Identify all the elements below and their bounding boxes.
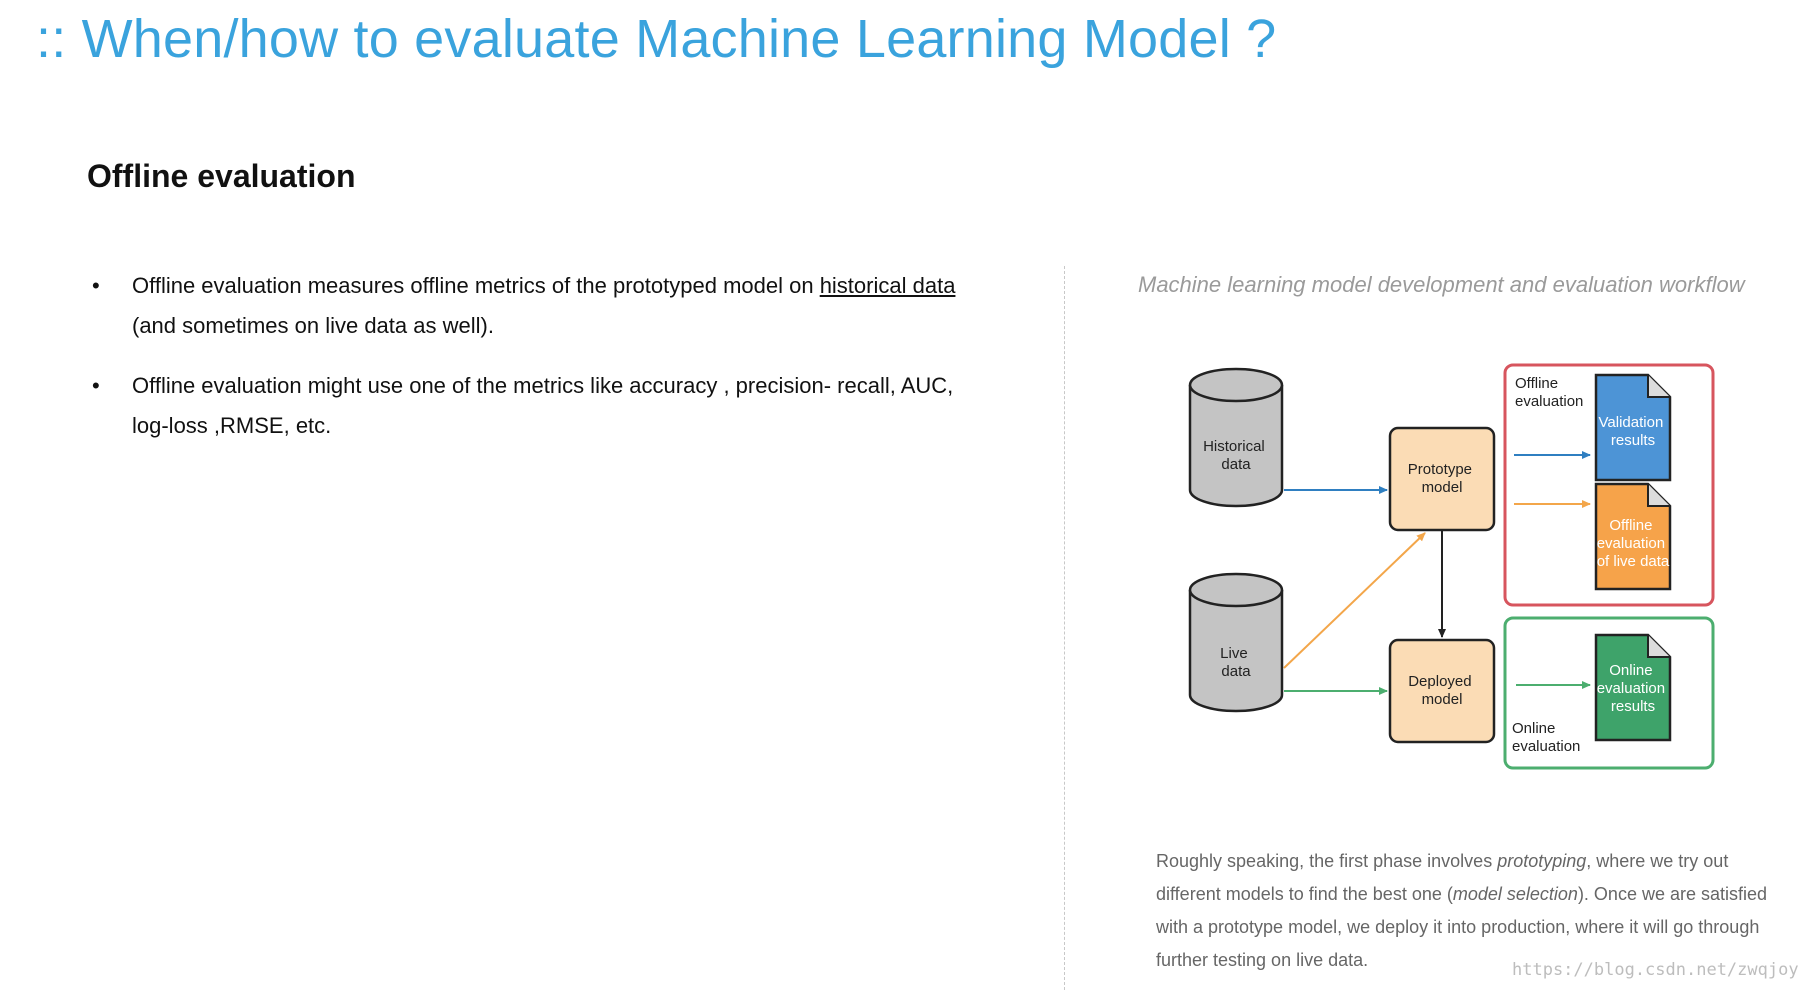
bullet-text: Offline evaluation measures offline metr… [132,273,820,298]
online-evaluation-results-doc-icon: Online evaluation results [1594,633,1672,742]
workflow-diagram: Offline evaluation Online evaluation His… [1188,363,1715,770]
watermark: https://blog.csdn.net/zwqjoy [1512,960,1798,980]
column-divider [1064,266,1065,990]
svg-text:Live data: Live data [1220,645,1252,680]
bullet-icon: • [92,273,100,298]
online-evaluation-label: Online evaluation [1512,720,1580,755]
validation-results-doc-icon: Validation results [1594,373,1672,482]
svg-text:Online evaluation: Online evaluation results [1597,662,1670,715]
historical-data-link[interactable]: historical data [819,273,956,298]
diagram-caption: Machine learning model development and e… [1138,272,1745,297]
svg-text:Deployed model: Deployed model [1408,673,1476,708]
description-paragraph: Roughly speaking, the first phase involv… [1156,851,1768,970]
page-title: :: When/how to evaluate Machine Learning… [36,9,1277,69]
bullet-item: • Offline evaluation might use one of th… [92,366,992,446]
prototype-model-box: Prototype model [1388,426,1496,532]
svg-text:Validation results: Validation results [1599,414,1668,449]
live-to-prototype-arrow [1283,532,1426,669]
offline-evaluation-box [1503,363,1715,607]
offline-evaluation-live-doc-icon: Offline evaluation of live data [1594,482,1672,591]
svg-text:Prototype model: Prototype model [1408,461,1476,496]
historical-data-cylinder: Historical data [1188,367,1284,508]
offline-evaluation-label: Offline evaluation [1515,375,1583,410]
bullet-item: • Offline evaluation measures offline me… [92,266,992,346]
bullet-text: Offline evaluation might use one of the … [132,373,954,438]
bullet-text: (and sometimes on live data as well). [132,313,494,338]
bullet-icon: • [92,373,100,398]
live-data-cylinder: Live data [1188,572,1284,713]
bullet-list: • Offline evaluation measures offline me… [92,266,992,466]
section-heading: Offline evaluation [87,158,356,194]
svg-text:Historical data: Historical data [1203,438,1269,473]
deployed-model-box: Deployed model [1388,638,1496,744]
svg-text:Offline evaluation: Offline evaluation of live data [1597,517,1670,570]
online-evaluation-box [1503,616,1715,770]
